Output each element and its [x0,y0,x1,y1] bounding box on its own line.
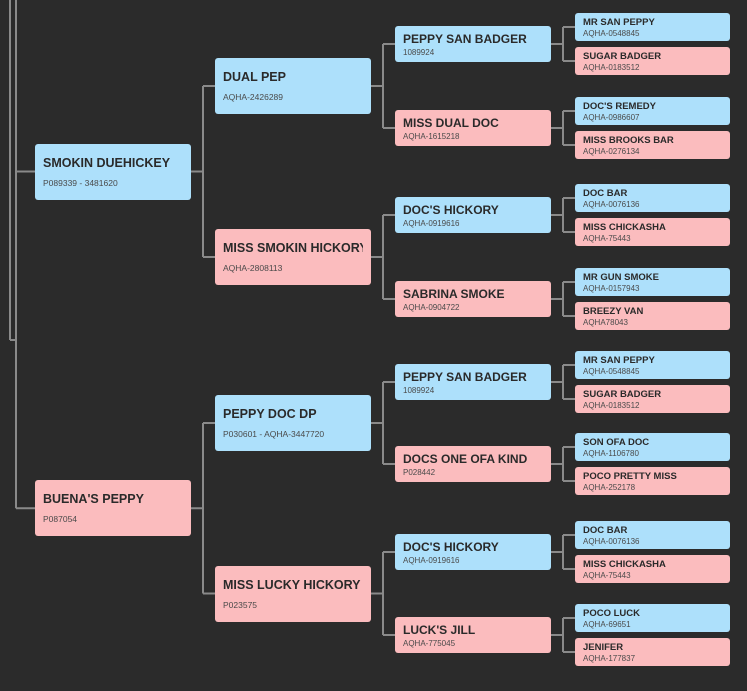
registration-number: P089339 - 3481620 [43,177,118,188]
registration-number: AQHA-1106780 [583,448,639,458]
horse-name: MISS BROOKS BAR [583,134,674,146]
horse-name: LUCK'S JILL [403,622,476,637]
registration-number: AQHA-0183512 [583,62,640,72]
registration-number: P087054 [43,514,78,525]
dam-card-miss-smokin-hickory[interactable]: MISS SMOKIN HICKORY AQHA-2808113 [215,229,371,285]
horse-name: DUAL PEP [223,70,286,84]
horse-name: MISS DUAL DOC [403,115,499,130]
registration-number: AQHA-2426289 [223,92,284,102]
horse-name: SABRINA SMOKE [403,286,505,301]
horse-name: DOC'S REMEDY [583,100,656,112]
horse-name: MISS CHICKASHA [583,558,666,570]
registration-number: AQHA-2808113 [223,263,283,273]
horse-name: DOCS ONE OFA KIND [403,451,528,466]
horse-name: MR SAN PEPPY [583,16,655,28]
sire-card-peppy-doc-dp[interactable]: PEPPY DOC DP P030601 - AQHA-3447720 [215,395,371,451]
registration-number: AQHA-1615218 [403,131,460,141]
horse-name: SUGAR BADGER [583,50,662,62]
registration-number: AQHA-0548845 [583,28,640,38]
registration-number: P023575 [223,599,258,610]
horse-name: PEPPY DOC DP [223,407,317,421]
horse-name: POCO LUCK [583,607,640,619]
registration-number: AQHA78043 [583,317,628,327]
registration-number: AQHA-0076136 [583,199,640,209]
horse-name: POCO PRETTY MISS [583,470,677,482]
horse-name: MR SAN PEPPY [583,354,655,366]
horse-name: DOC BAR [583,524,628,536]
registration-number: AQHA-0904722 [403,302,460,312]
registration-number: AQHA-0548845 [583,366,640,376]
registration-number: AQHA-0276134 [583,146,640,156]
dam-card-buena-s-peppy[interactable]: BUENA'S PEPPY P087054 [35,480,191,537]
horse-name: BREEZY VAN [583,305,644,317]
registration-number: AQHA-252178 [583,482,636,492]
horse-name: DOC BAR [583,187,628,199]
registration-number: 1089924 [403,385,435,395]
horse-name: BUENA'S PEPPY [43,492,144,507]
horse-name: MISS LUCKY HICKORY [223,577,361,592]
horse-name: DOC'S HICKORY [403,539,499,554]
registration-number: AQHA-177837 [583,653,636,663]
horse-name: SUGAR BADGER [583,388,662,400]
horse-name: JENIFER [583,641,624,653]
sire-card-dual-pep[interactable]: DUAL PEP AQHA-2426289 [215,58,371,114]
registration-number: AQHA-0183512 [583,400,640,410]
sire-card-smokin-duehickey[interactable]: SMOKIN DUEHICKEY P089339 - 3481620 [35,143,191,200]
registration-number: AQHA-775045 [403,638,456,648]
registration-number: 1089924 [403,47,435,57]
registration-number: AQHA-69651 [583,619,631,629]
registration-number: AQHA-0076136 [583,536,640,546]
horse-name: MISS CHICKASHA [583,221,666,233]
horse-name: MISS SMOKIN HICKORY [223,241,363,255]
registration-number: P030601 - AQHA-3447720 [223,429,325,439]
registration-number: AQHA-75443 [583,233,631,243]
registration-number: P028442 [403,467,436,477]
registration-number: AQHA-0919616 [403,218,460,228]
registration-number: AQHA-75443 [583,570,631,580]
horse-name: PEPPY SAN BADGER [403,369,527,384]
registration-number: AQHA-0919616 [403,555,460,565]
horse-name: DOC'S HICKORY [403,202,499,217]
registration-number: AQHA-0157943 [583,283,640,293]
dam-card-miss-lucky-hickory[interactable]: MISS LUCKY HICKORY P023575 [215,565,371,622]
horse-name: MR GUN SMOKE [583,271,659,283]
horse-name: SON OFA DOC [583,436,650,448]
horse-name: SMOKIN DUEHICKEY [43,155,171,170]
registration-number: AQHA-0986607 [583,112,640,122]
horse-name: PEPPY SAN BADGER [403,31,527,46]
